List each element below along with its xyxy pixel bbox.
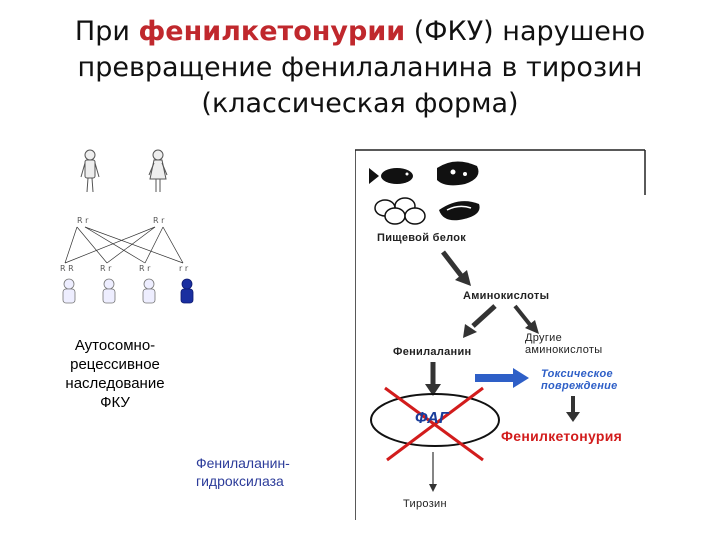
mother-genotype: R r xyxy=(153,216,165,225)
arrow-aminoacids-to-other xyxy=(513,304,539,334)
mother-icon xyxy=(148,149,168,192)
enzyme-ellipse xyxy=(370,393,500,447)
healthy-child-icon xyxy=(62,278,76,304)
inheritance-lines xyxy=(64,226,184,264)
slide-title: При фенилкетонурии (ФКУ) нарушено превра… xyxy=(40,14,680,122)
affected-child-icon xyxy=(180,278,194,304)
arrow-protein-to-aminoacids xyxy=(441,250,471,286)
shellfish-icon xyxy=(439,201,480,221)
phenylalanine-label: Фенилаланин xyxy=(393,346,472,358)
amino-acids-label: Аминокислоты xyxy=(463,290,550,302)
title-line-2: превращение фенилаланина в тирозин xyxy=(77,52,643,83)
title-prefix: При xyxy=(74,16,139,47)
blocked-cross-icon xyxy=(384,386,484,462)
tyrosine-label: Тирозин xyxy=(403,498,447,510)
inheritance-caption: Аутосомно-рецессивное наследование ФКУ xyxy=(65,337,165,411)
title-line-3: (классическая форма) xyxy=(201,88,519,119)
child-genotype-4: r r xyxy=(179,264,189,273)
enzyme-caption-line-1: Фенилаланин- xyxy=(196,455,290,471)
other-amino-acids-label: Другие аминокислоты xyxy=(525,332,602,356)
other-amino-acids-line-2: аминокислоты xyxy=(525,344,603,356)
child-genotype-3: R r xyxy=(139,264,151,273)
child-genotype-2: R r xyxy=(100,264,112,273)
enzyme-caption-line-2: гидроксилаза xyxy=(196,473,284,489)
food-protein-label: Пищевой белок xyxy=(377,232,467,244)
other-amino-acids-line-1: Другие xyxy=(525,332,563,344)
toxic-damage-label: Токсическое повреждение xyxy=(541,368,618,392)
carrier-child-icon xyxy=(142,278,156,304)
father-genotype: R r xyxy=(77,216,89,225)
title-line-1: При фенилкетонурии (ФКУ) нарушено xyxy=(40,14,680,50)
metabolism-scheme: Пищевой белок Аминокислоты Фенилаланин Д… xyxy=(355,140,695,530)
title-suffix: (ФКУ) нарушено xyxy=(405,16,646,47)
arrow-enzyme-to-tyrosine xyxy=(429,452,437,492)
child-genotype-1: R R xyxy=(60,264,74,273)
title-highlight: фенилкетонурии xyxy=(138,16,406,47)
pedigree-diagram: R r R r R R R r R r r r xyxy=(60,149,194,304)
arrow-toxic-to-pku xyxy=(566,396,580,422)
arrow-phenylalanine-down xyxy=(425,362,441,396)
eggs-icon xyxy=(374,197,426,225)
toxic-damage-line-2: повреждение xyxy=(541,380,618,392)
pku-label: Фенилкетонурия xyxy=(501,428,623,444)
enzyme-abbreviation: ФАГ xyxy=(415,410,450,427)
carrier-child-icon xyxy=(102,278,116,304)
toxic-damage-line-1: Токсическое xyxy=(541,368,613,380)
fish-icon xyxy=(369,168,413,184)
meat-icon xyxy=(437,161,479,186)
scheme-graphics xyxy=(355,149,646,520)
arrow-aminoacids-to-phenylalanine xyxy=(463,304,497,338)
enzyme-caption: Фенилаланин- гидроксилаза xyxy=(196,454,316,490)
father-icon xyxy=(80,149,100,193)
arrow-to-toxic-damage xyxy=(475,368,529,388)
